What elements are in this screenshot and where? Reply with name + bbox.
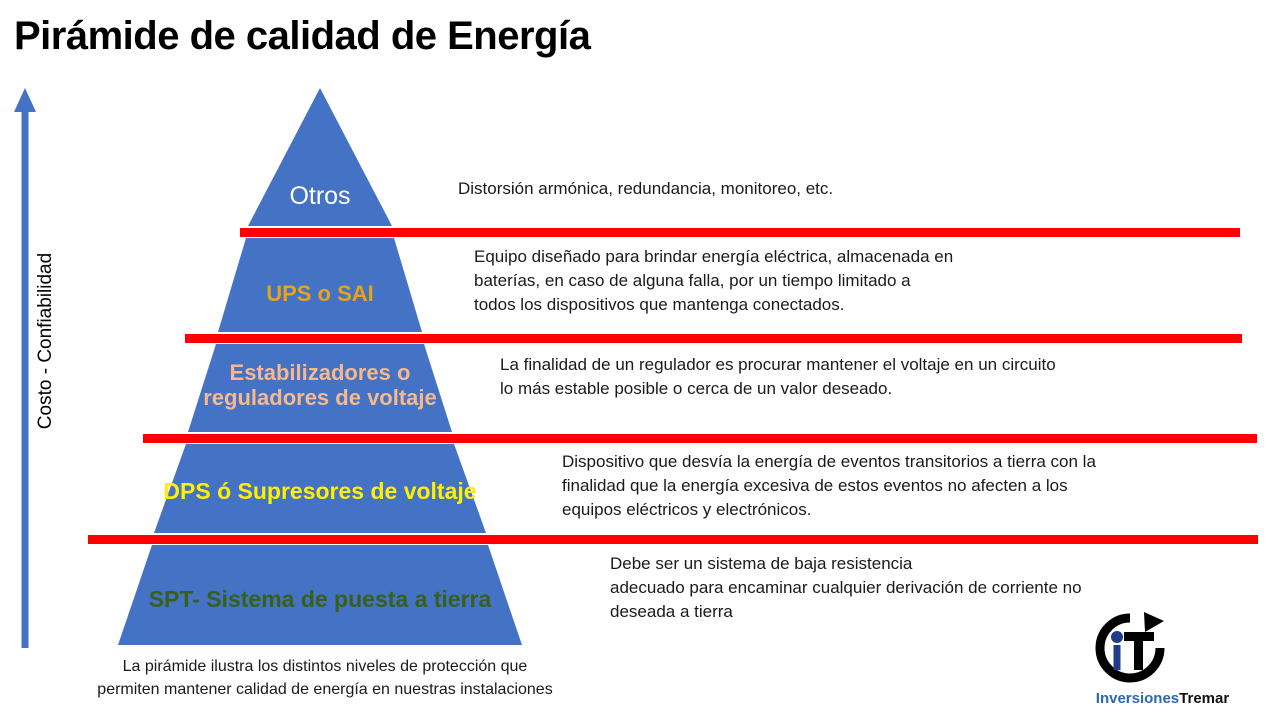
- footnote: La pirámide ilustra los distintos nivele…: [97, 658, 553, 699]
- up-arrow-icon: [14, 88, 36, 648]
- description-ups: Equipo diseñado para brindar energía elé…: [474, 247, 954, 315]
- pyramid-tier-2: [188, 344, 452, 432]
- pyramid-tier-4: [118, 545, 522, 645]
- pyramid-tier-0: [248, 88, 392, 226]
- description-otros: Distorsión armónica, redundancia, monito…: [458, 179, 834, 198]
- pyramid-shape: [118, 88, 522, 645]
- description-dps: Dispositivo que desvía la energía de eve…: [562, 452, 1096, 520]
- pyramid-tier-3: [154, 444, 486, 533]
- pyramid-tier-1: [218, 238, 422, 332]
- separator-bar-3: [143, 434, 1257, 443]
- circular-arrow-it-monogram-icon: [1095, 612, 1165, 683]
- brand-logo: InversionesTremar: [1060, 612, 1270, 712]
- separator-bar-1: [240, 228, 1240, 237]
- description-spt: Debe ser un sistema de baja resistencia …: [610, 554, 1082, 622]
- page-title: Pirámide de calidad de Energía: [14, 14, 591, 58]
- logo-wordmark: InversionesTremar: [1060, 690, 1265, 707]
- logo-word-tremar: Tremar: [1179, 690, 1230, 707]
- separator-bar-2: [185, 334, 1242, 343]
- separator-bar-4: [88, 535, 1258, 544]
- logo-word-inversiones: Inversiones: [1095, 690, 1180, 707]
- description-estabilizadores: La finalidad de un regulador es procurar…: [500, 355, 1056, 399]
